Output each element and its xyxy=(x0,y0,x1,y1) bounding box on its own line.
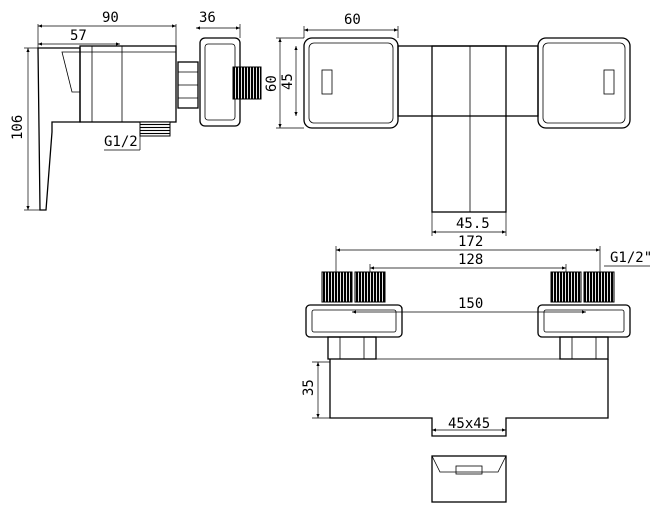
top-body xyxy=(397,45,539,117)
dim-top-head-height: 60 xyxy=(264,75,280,92)
dim-top-head-width: 60 xyxy=(344,12,361,28)
dim-front-inlets: 128 xyxy=(458,252,483,268)
side-view: 90 57 36 106 G1/2 xyxy=(10,10,262,211)
front-inlet-left-inner xyxy=(354,271,386,303)
dim-side-lever: 57 xyxy=(70,28,87,44)
front-nut-left xyxy=(327,336,377,360)
top-view: 60 60 45 45.5 xyxy=(264,12,631,236)
dim-front-width: 172 xyxy=(458,234,483,250)
front-nut-right xyxy=(559,336,609,360)
side-thread xyxy=(139,121,171,137)
front-body xyxy=(329,359,609,437)
dim-top-spout-width: 45.5 xyxy=(456,216,490,232)
dim-front-drop: 35 xyxy=(301,379,317,396)
dim-front-outlet: 45x45 xyxy=(448,416,490,432)
front-view: 172 128 G1/2" 150 35 45x45 xyxy=(301,234,652,503)
dim-front-thread: G1/2" xyxy=(610,250,652,266)
dim-side-bracket: 36 xyxy=(199,10,216,26)
side-lever-tip xyxy=(61,51,81,93)
side-body xyxy=(79,45,177,123)
front-inlet-left-outer xyxy=(321,271,353,303)
front-outlet xyxy=(431,455,507,503)
dim-front-centers: 150 xyxy=(458,296,483,312)
side-lever xyxy=(37,47,81,211)
top-spout xyxy=(431,45,507,213)
dim-side-depth: 90 xyxy=(102,10,119,26)
dim-top-body-height: 45 xyxy=(280,73,296,90)
side-inlet-knurl xyxy=(232,66,262,100)
top-head-left xyxy=(303,37,399,129)
dim-side-height: 106 xyxy=(10,115,26,140)
top-head-right xyxy=(537,37,631,129)
front-inlet-right-inner xyxy=(550,271,582,303)
dim-side-thread: G1/2 xyxy=(104,134,138,150)
front-inlet-right-outer xyxy=(583,271,615,303)
